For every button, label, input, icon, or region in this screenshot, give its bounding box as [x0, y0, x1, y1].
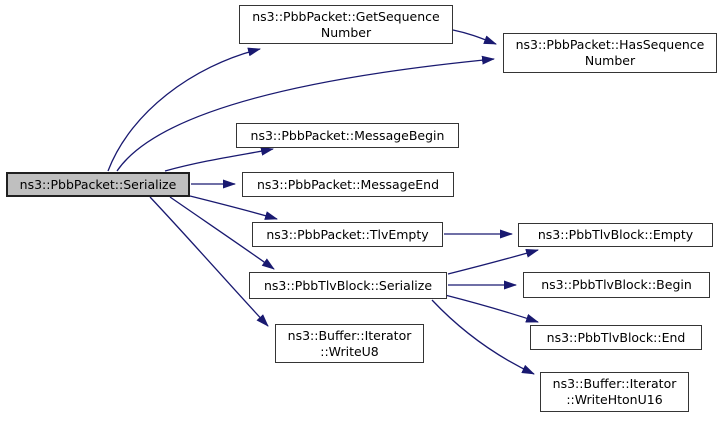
- edge-pbbtlvblock-serialize-to-empty: [447, 248, 539, 275]
- node-pbbpacket-hassequencenumber[interactable]: ns3::PbbPacket::HasSequence Number: [503, 33, 717, 73]
- node-label: ns3::PbbPacket::GetSequence: [252, 8, 440, 24]
- node-label: ::WriteU8: [320, 343, 379, 359]
- node-pbbpacket-serialize[interactable]: ns3::PbbPacket::Serialize: [6, 172, 190, 197]
- edge-serialize-to-getsequencenumber: [107, 47, 261, 172]
- node-label: ns3::PbbTlvBlock::End: [546, 329, 686, 345]
- edge-pbbtlvblock-serialize-to-end: [444, 294, 539, 323]
- edge-serialize-to-tlvempty: [189, 195, 278, 220]
- node-label: ns3::PbbTlvBlock::Serialize: [263, 277, 433, 293]
- node-pbbtlvblock-end[interactable]: ns3::PbbTlvBlock::End: [530, 325, 702, 350]
- edge-serialize-to-writeu8: [149, 196, 269, 327]
- node-label: Number: [320, 24, 372, 40]
- node-label: ns3::PbbPacket::Serialize: [19, 176, 177, 192]
- node-label: ns3::PbbPacket::TlvEmpty: [266, 226, 429, 242]
- edge-getsequencenumber-to-hassequencenumber: [452, 29, 497, 45]
- node-pbbpacket-tlvempty[interactable]: ns3::PbbPacket::TlvEmpty: [252, 222, 443, 247]
- node-pbbpacket-messagebegin[interactable]: ns3::PbbPacket::MessageBegin: [236, 123, 459, 148]
- edge-serialize-to-pbbtlvblock-serialize: [169, 196, 275, 270]
- edge-serialize-to-hassequencenumber: [116, 55, 495, 172]
- node-label: ns3::PbbPacket::HasSequence: [515, 37, 705, 53]
- node-buffer-iterator-writehtonu16[interactable]: ns3::Buffer::Iterator ::WriteHtonU16: [540, 372, 689, 412]
- edge-serialize-to-messagebegin: [164, 146, 274, 172]
- node-label: ns3::PbbTlvBlock::Begin: [541, 277, 692, 293]
- node-label: ::WriteHtonU16: [566, 392, 663, 407]
- node-label: ns3::PbbTlvBlock::Empty: [537, 227, 694, 243]
- edge-pbbtlvblock-serialize-to-writehtonu16: [431, 299, 535, 375]
- node-label: ns3::Buffer::Iterator: [287, 327, 412, 343]
- node-label: Number: [584, 53, 636, 68]
- node-pbbtlvblock-empty[interactable]: ns3::PbbTlvBlock::Empty: [518, 223, 713, 247]
- node-pbbtlvblock-serialize[interactable]: ns3::PbbTlvBlock::Serialize: [249, 272, 447, 299]
- node-pbbpacket-messageend[interactable]: ns3::PbbPacket::MessageEnd: [242, 172, 454, 197]
- node-label: ns3::Buffer::Iterator: [552, 376, 677, 392]
- node-pbbpacket-getsequencenumber[interactable]: ns3::PbbPacket::GetSequence Number: [239, 5, 453, 44]
- node-label: ns3::PbbPacket::MessageBegin: [250, 127, 445, 143]
- node-label: ns3::PbbPacket::MessageEnd: [256, 176, 440, 192]
- node-buffer-iterator-writeu8[interactable]: ns3::Buffer::Iterator ::WriteU8: [275, 324, 424, 363]
- node-pbbtlvblock-begin[interactable]: ns3::PbbTlvBlock::Begin: [523, 272, 710, 298]
